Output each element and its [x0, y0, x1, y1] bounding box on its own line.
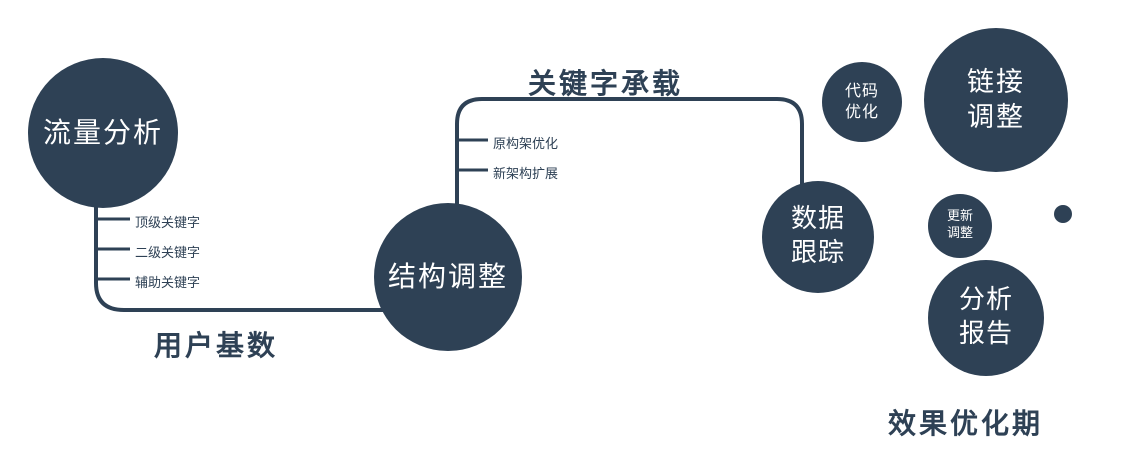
branch-label-original-architecture: 原构架优化 — [493, 137, 559, 152]
node-update-adjustment-label-line1: 更新 — [946, 209, 973, 225]
footer-effect-optimization-period: 效果优化期 — [888, 407, 1044, 440]
node-data-tracking: 数据 跟踪 — [762, 181, 874, 293]
node-code-optimization-label-line1: 代码 — [844, 81, 879, 101]
node-link-adjustment: 链接 调整 — [924, 28, 1068, 172]
node-code-optimization-label-line2: 优化 — [844, 102, 879, 121]
node-link-adjustment-label-line1: 链接 — [967, 66, 1025, 98]
node-traffic-analysis: 流量分析 — [28, 58, 178, 208]
node-analysis-report: 分析 报告 — [928, 260, 1044, 376]
branch-label-auxiliary-keywords: 辅助关键字 — [135, 276, 201, 291]
connector-traffic-to-structure — [94, 195, 400, 312]
branch-label-top-keywords: 顶级关键字 — [135, 216, 201, 231]
branch-label-second-keywords: 二级关键字 — [135, 246, 201, 261]
edge-label-user-base: 用户基数 — [154, 329, 279, 362]
node-analysis-report-label-line2: 报告 — [958, 319, 1013, 349]
node-structure-adjustment-label: 结构调整 — [387, 259, 508, 293]
edge-label-keyword-carrying: 关键字承载 — [528, 67, 684, 100]
node-analysis-report-label-line1: 分析 — [958, 285, 1013, 316]
branch-label-new-architecture: 新架构扩展 — [493, 167, 559, 182]
node-traffic-analysis-label: 流量分析 — [42, 115, 163, 149]
node-structure-adjustment: 结构调整 — [374, 203, 522, 351]
node-code-optimization: 代码 优化 — [822, 62, 902, 142]
node-link-adjustment-label-line2: 调整 — [967, 102, 1025, 133]
node-update-adjustment-label-line2: 调整 — [946, 226, 973, 241]
node-data-tracking-label-line2: 跟踪 — [790, 238, 845, 268]
node-update-adjustment: 更新 调整 — [928, 194, 992, 258]
node-data-tracking-label-line1: 数据 — [790, 204, 845, 235]
dot-marker — [1054, 205, 1072, 223]
connector-structure-to-tracking — [455, 97, 804, 208]
